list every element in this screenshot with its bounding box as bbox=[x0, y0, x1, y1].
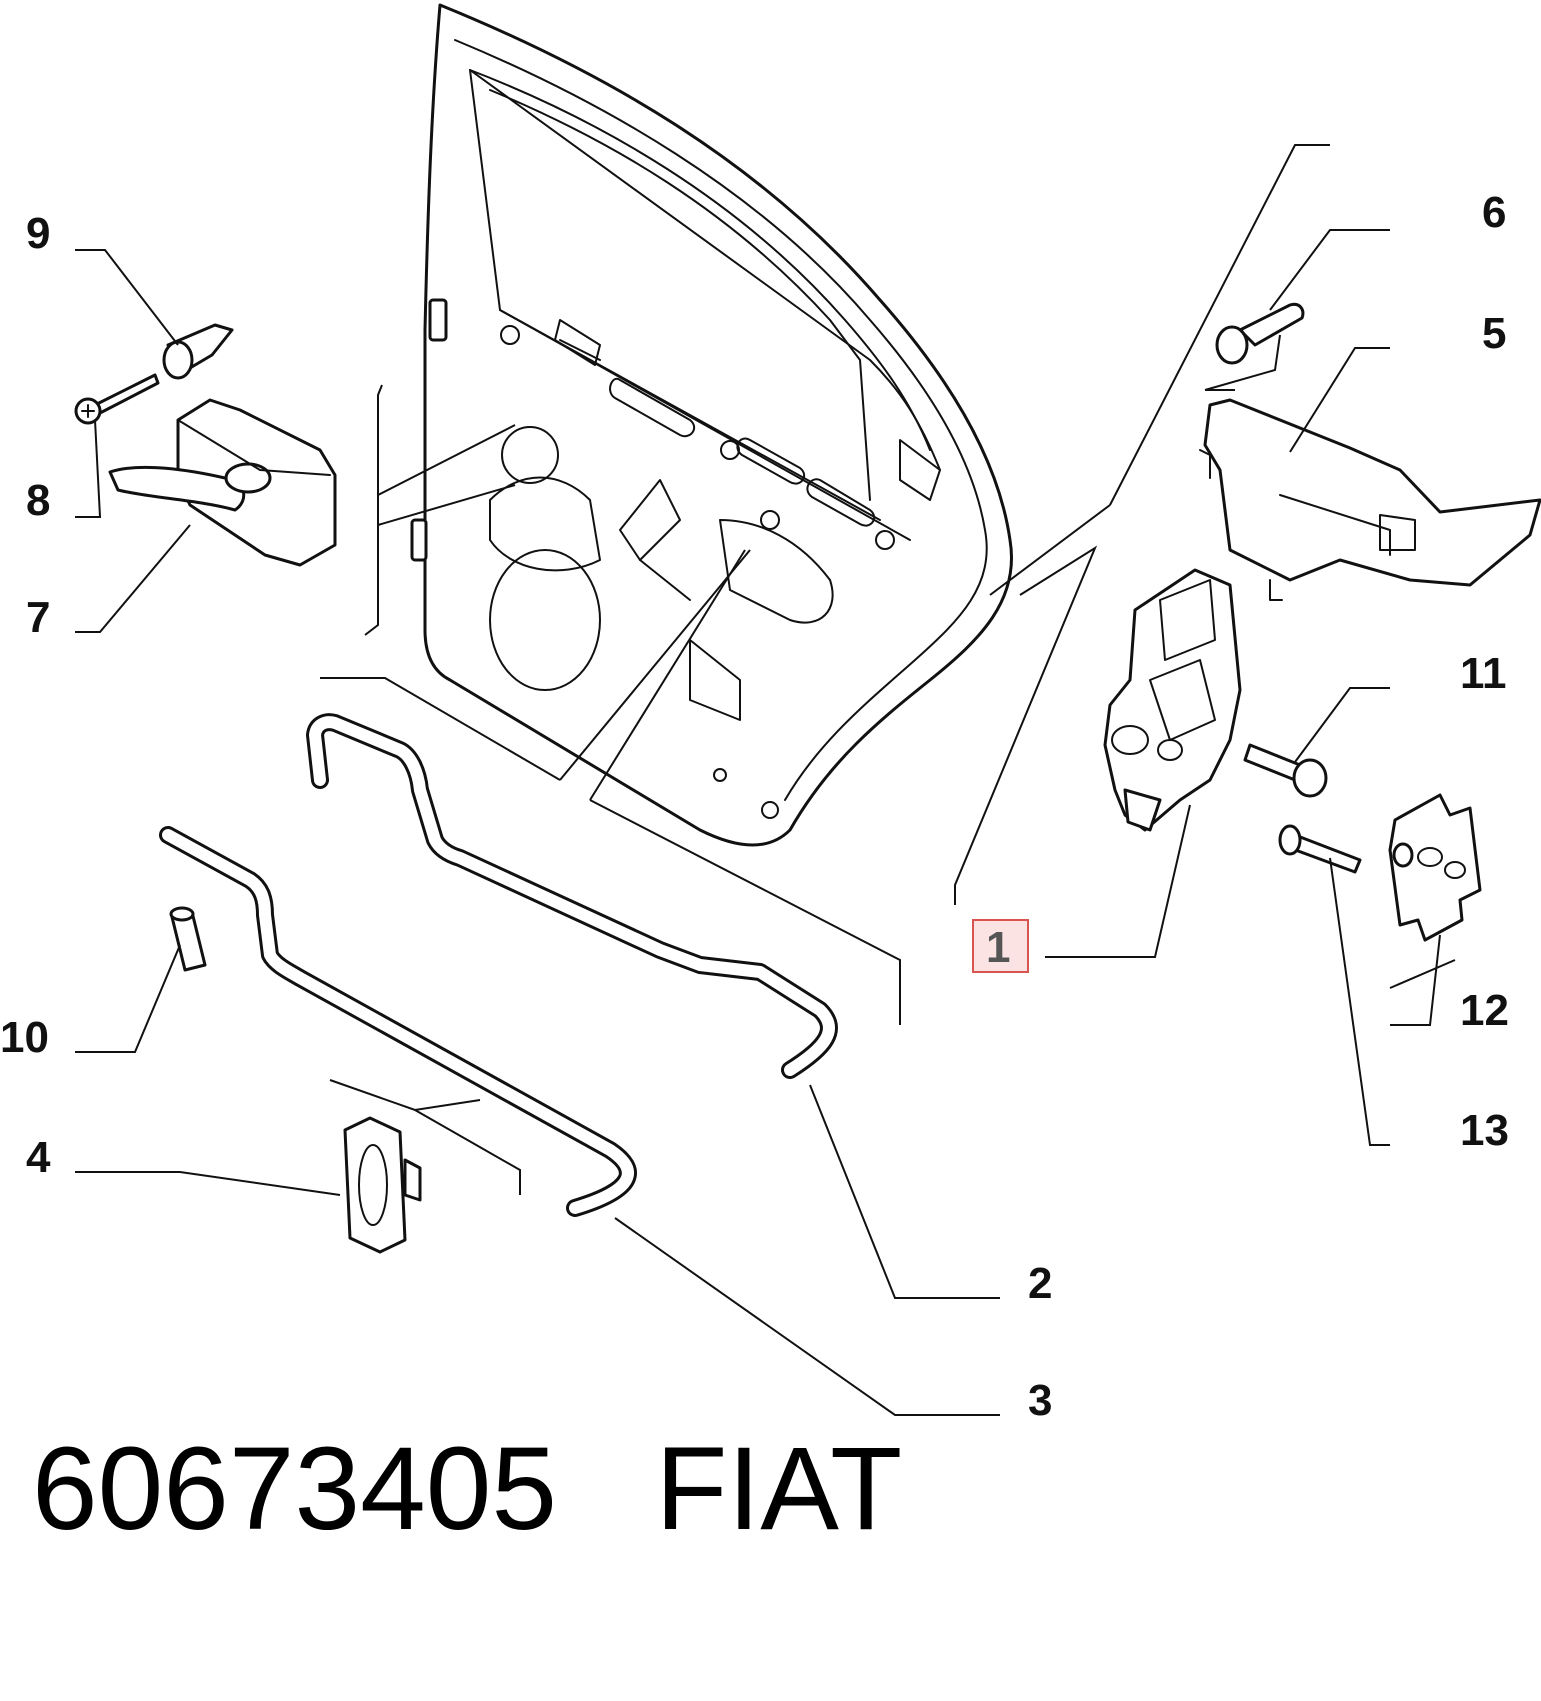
caption: 60673405 FIAT bbox=[32, 1430, 902, 1548]
leader-1 bbox=[1045, 804, 1191, 958]
leader-6 bbox=[1269, 229, 1390, 311]
part-8-screw bbox=[74, 373, 160, 425]
leader-3 bbox=[614, 1217, 1000, 1416]
part-number: 60673405 bbox=[32, 1423, 558, 1555]
leader-4 bbox=[75, 1171, 341, 1196]
callout-1: 1 bbox=[986, 923, 1010, 972]
callout-13: 13 bbox=[1460, 1106, 1509, 1155]
part-10-pin bbox=[169, 906, 207, 972]
brand-name: FIAT bbox=[655, 1423, 903, 1555]
part-5-lock-cover bbox=[1199, 398, 1541, 601]
callout-3: 3 bbox=[1028, 1376, 1052, 1425]
callout-5: 5 bbox=[1482, 309, 1506, 358]
part-1-door-lock bbox=[1103, 568, 1242, 832]
callout-8: 8 bbox=[26, 476, 50, 525]
callout-10: 10 bbox=[0, 1013, 49, 1062]
callout-12: 12 bbox=[1460, 986, 1509, 1035]
callout-1-highlight-box bbox=[972, 919, 1029, 973]
leader-5 bbox=[1289, 347, 1390, 453]
callout-labels: 9 8 7 10 4 6 5 11 12 13 2 3 1 bbox=[0, 188, 1509, 1425]
leader-13 bbox=[1329, 857, 1390, 1146]
part-3-rod bbox=[159, 826, 637, 1217]
part-13-screw bbox=[1278, 824, 1362, 874]
callout-4: 4 bbox=[26, 1133, 51, 1182]
leader-9 bbox=[75, 249, 179, 346]
part-12-plate bbox=[1388, 793, 1482, 942]
callout-6: 6 bbox=[1482, 188, 1506, 237]
leader-10 bbox=[75, 944, 181, 1053]
leader-2 bbox=[809, 1084, 1000, 1299]
callout-7: 7 bbox=[26, 593, 50, 642]
leader-lines bbox=[75, 144, 1456, 1416]
part-11-bolt bbox=[1243, 743, 1328, 798]
part-7-handle bbox=[108, 398, 337, 567]
part-4-guide bbox=[343, 1116, 422, 1254]
leader-12 bbox=[1390, 934, 1441, 1026]
door-panel bbox=[410, 3, 1013, 847]
part-2-rod bbox=[306, 713, 838, 1079]
leader-8 bbox=[75, 419, 102, 518]
callout-11: 11 bbox=[1460, 649, 1507, 698]
callout-9: 9 bbox=[26, 209, 50, 258]
leader-11 bbox=[1294, 687, 1390, 763]
part-6-bolt bbox=[1215, 302, 1305, 365]
part-9-clip bbox=[162, 323, 234, 380]
callout-2: 2 bbox=[1028, 1259, 1052, 1308]
